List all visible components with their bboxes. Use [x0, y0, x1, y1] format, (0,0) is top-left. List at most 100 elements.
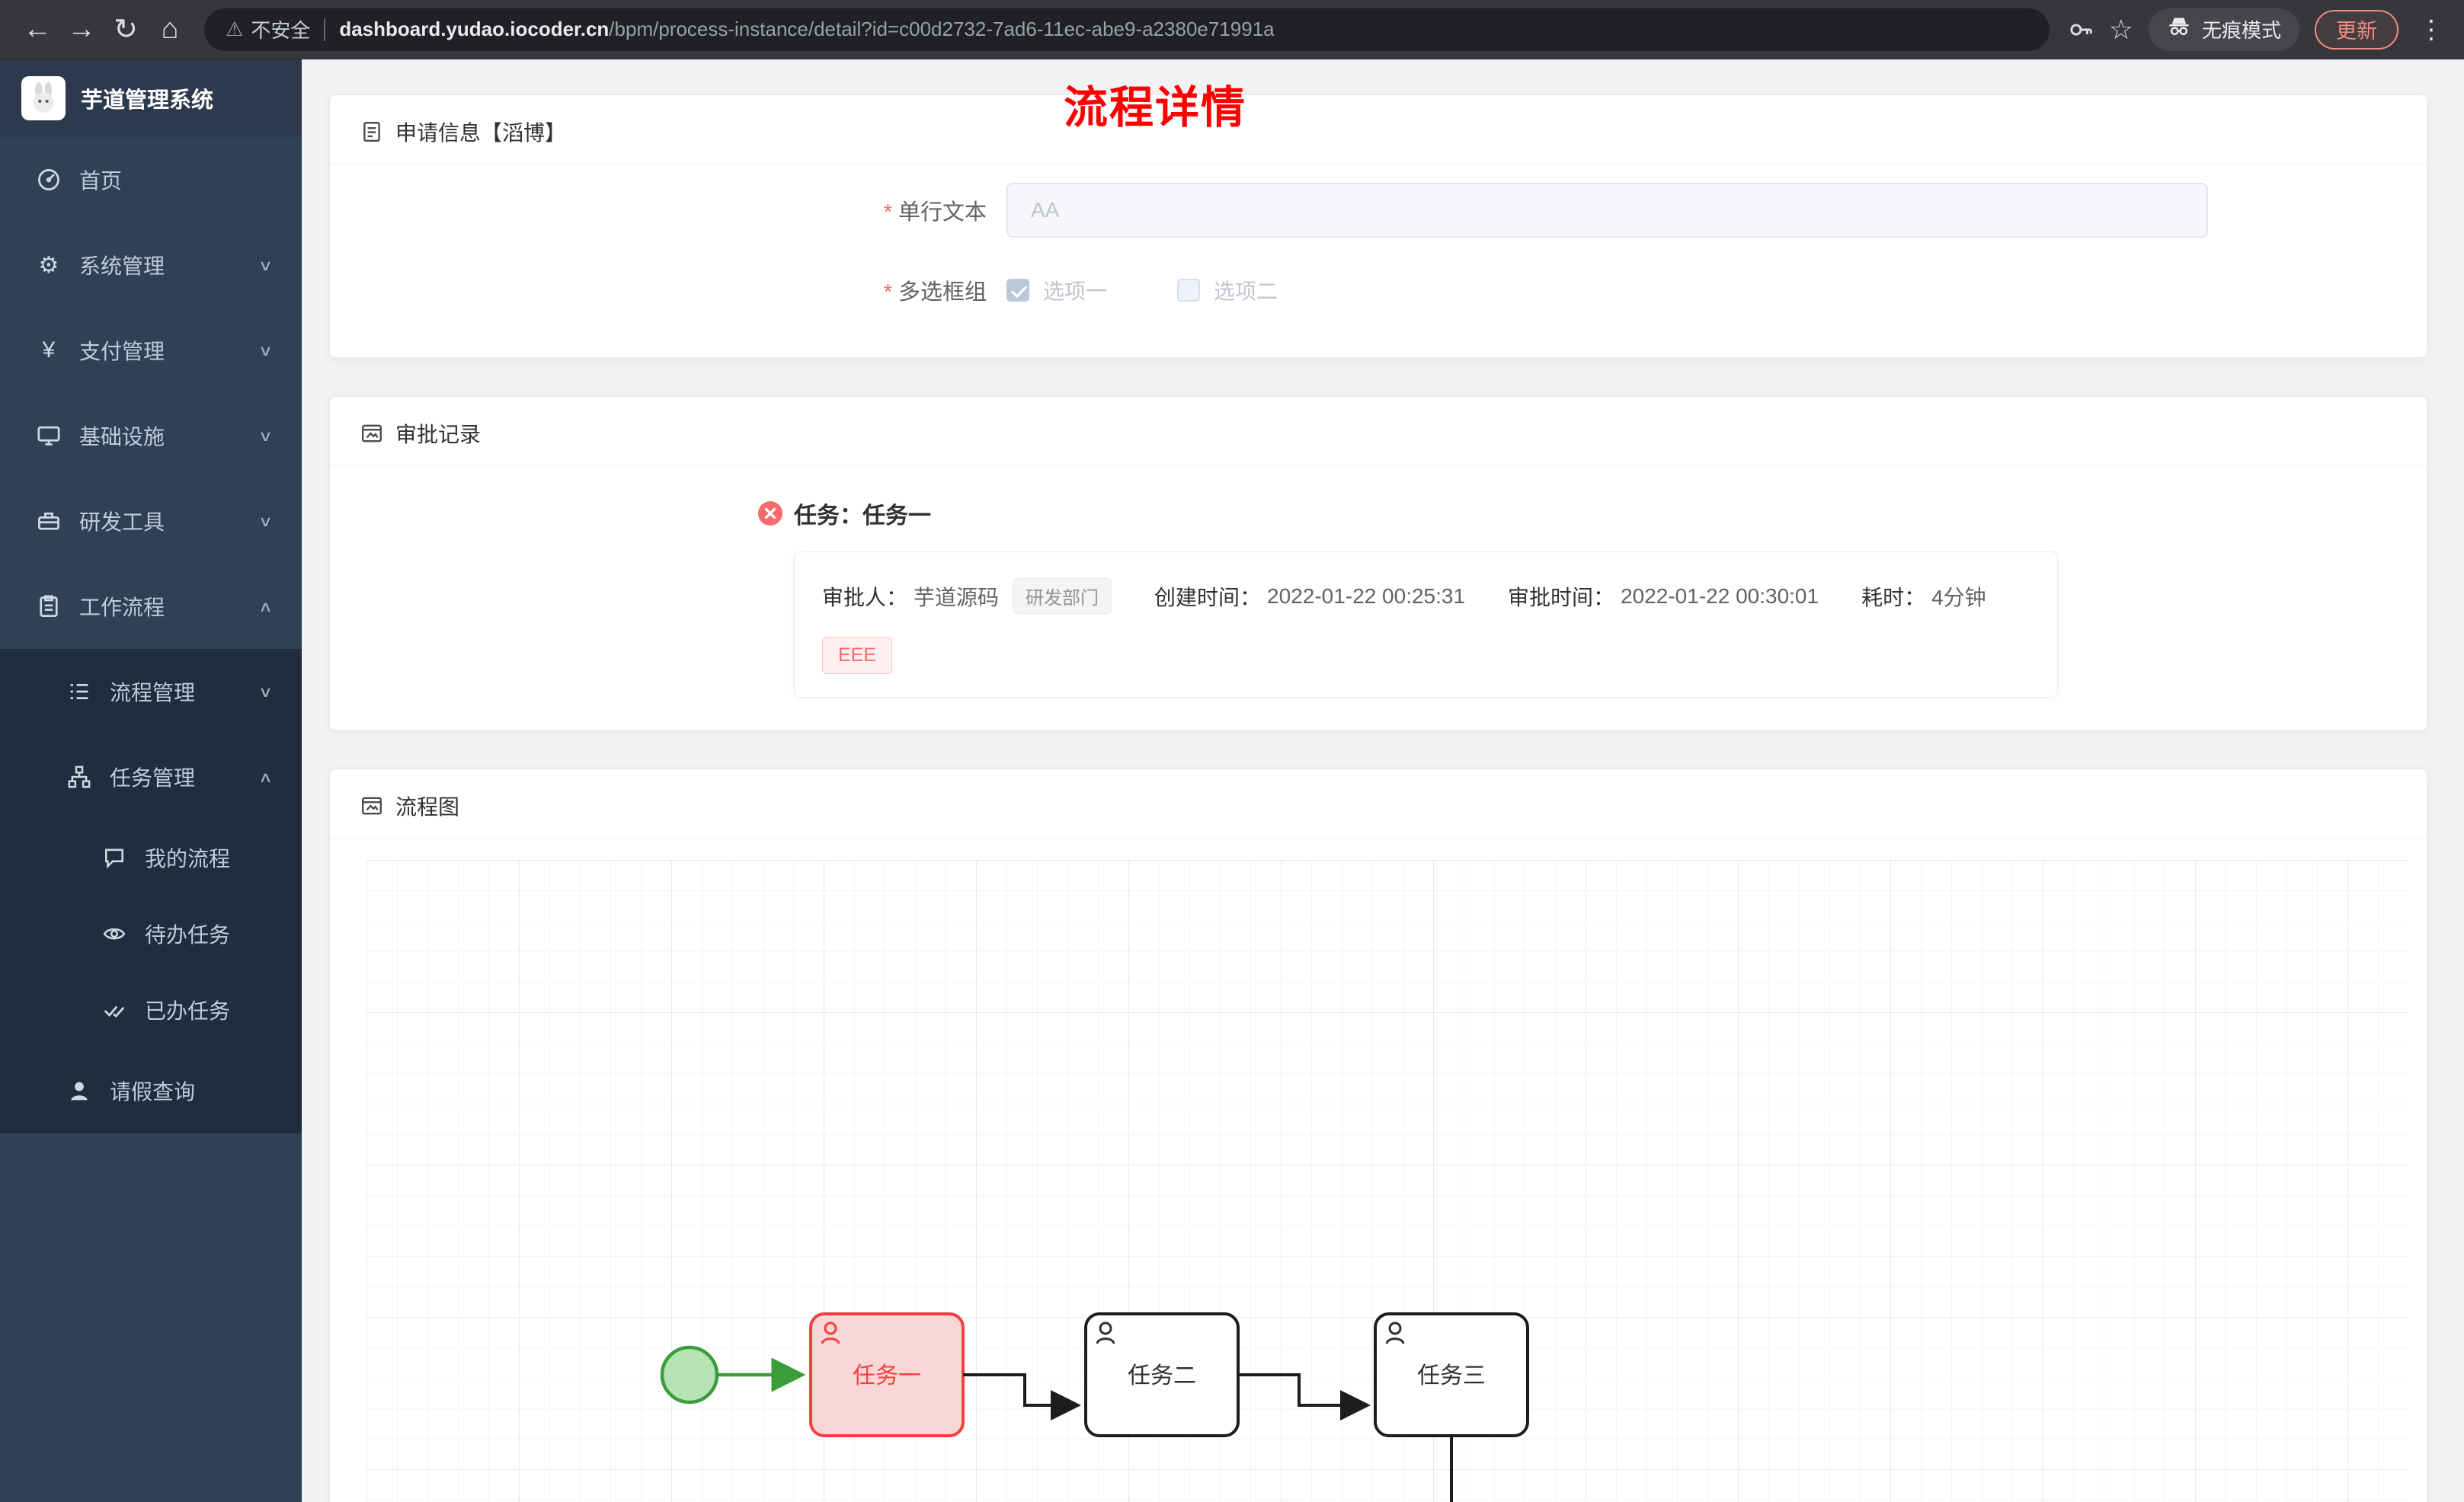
sidebar-item-home[interactable]: 首页 [0, 137, 302, 222]
url-domain: dashboard.yudao.iocoder.cn [339, 18, 610, 40]
sidebar-menu: 首页 ⚙ 系统管理 ∨ ¥ 支付管理 ∨ 基础设施 ∨ 研发 [0, 137, 302, 1133]
approver-group: 审批人： 芋道源码 研发部门 [822, 578, 1112, 614]
task-title-row: 任务：任务一 [757, 497, 2427, 530]
sidebar-item-infrastructure[interactable]: 基础设施 ∨ [0, 393, 302, 478]
monitor-icon [35, 422, 62, 449]
forward-button[interactable]: → [67, 13, 96, 45]
list-icon [66, 678, 93, 705]
sidebar-item-system[interactable]: ⚙ 系统管理 ∨ [0, 222, 302, 308]
chevron-down-icon: ∨ [258, 427, 273, 444]
sidebar-item-workflow[interactable]: 工作流程 ∧ [0, 564, 302, 649]
record-icon [360, 422, 383, 445]
sidebar-item-payment[interactable]: ¥ 支付管理 ∨ [0, 308, 302, 393]
user-task-icon [1385, 1321, 1405, 1344]
checkbox-checked[interactable] [1006, 279, 1029, 302]
incognito-label: 无痕模式 [2201, 19, 2281, 42]
form-row-checkbox: *多选框组 选项一 选项二 [330, 274, 2427, 306]
app-logo[interactable]: 芋道管理系统 [0, 59, 302, 137]
address-bar[interactable]: ⚠ 不安全 dashboard.yudao.iocoder.cn /bpm/pr… [204, 8, 2050, 51]
sidebar-item-leave-query[interactable]: 请假查询 [0, 1048, 302, 1133]
sidebar-item-done-tasks[interactable]: 已办任务 [0, 972, 302, 1048]
checkbox-unchecked[interactable] [1177, 279, 1201, 302]
required-mark: * [883, 200, 892, 225]
approved-group: 审批时间： 2022-01-22 00:30:01 [1508, 583, 1819, 609]
approval-record-card: 审批记录 任务：任务一 审批人： 芋道源码 研发部门 [329, 396, 2427, 730]
apply-card-title: 申请信息【滔博】 [395, 121, 567, 145]
sidebar-item-process-management[interactable]: 流程管理 ∨ [0, 649, 302, 734]
user-icon [66, 1077, 93, 1104]
menu-dots-icon[interactable]: ⋮ [2418, 14, 2444, 44]
diagram-card-title: 流程图 [395, 795, 460, 819]
checkbox-group-label: *多选框组 [883, 280, 987, 305]
browser-toolbar: ← → ↻ ⌂ ⚠ 不安全 dashboard.yudao.iocoder.cn… [0, 0, 2464, 59]
security-label: 不安全 [251, 19, 311, 42]
flow-task1-to-task2 [963, 1373, 1081, 1421]
task-node-2-label: 任务二 [1128, 1363, 1196, 1389]
chevron-down-icon: ∨ [258, 341, 273, 359]
main-content: 流程详情 申请信息【滔博】 *单行文本 *多选框组 选项一 [302, 59, 2464, 1502]
checkbox-group: 选项一 选项二 [1006, 275, 1278, 305]
security-chip[interactable]: ⚠ 不安全 [226, 15, 310, 43]
key-icon[interactable] [2068, 17, 2094, 43]
diagram-card-header: 流程图 [330, 769, 2427, 839]
chevron-up-icon: ∧ [258, 597, 273, 615]
approver-name: 芋道源码 [914, 585, 1000, 609]
sidebar-item-dev-tools[interactable]: 研发工具 ∨ [0, 478, 302, 564]
rejected-status-icon [757, 500, 783, 526]
diagram-icon [360, 794, 383, 817]
clipboard-icon [35, 593, 62, 620]
url-path: /bpm/process-instance/detail?id=c00d2732… [609, 18, 1275, 40]
page-title: 流程详情 [1064, 83, 1247, 133]
duration-group: 耗时： 4分钟 [1861, 581, 1986, 612]
tree-icon [66, 763, 93, 791]
dashboard-icon [35, 166, 62, 193]
bookmark-star-icon[interactable]: ☆ [2108, 13, 2133, 45]
toolbox-icon [35, 507, 62, 535]
chevron-down-icon: ∨ [258, 256, 273, 273]
address-divider [324, 18, 326, 41]
eye-icon [101, 920, 128, 948]
approval-detail-card: 审批人： 芋道源码 研发部门 创建时间： 2022-01-22 00:25:31… [794, 551, 2058, 698]
app-title: 芋道管理系统 [81, 88, 214, 113]
comment-tag: EEE [822, 637, 893, 674]
approval-timeline: 任务：任务一 审批人： 芋道源码 研发部门 创建时间： 2022-01-22 0… [330, 466, 2427, 698]
home-button[interactable]: ⌂ [161, 13, 179, 45]
created-time: 2022-01-22 00:25:31 [1267, 583, 1466, 608]
chevron-up-icon: ∧ [258, 768, 273, 785]
user-task-icon [1096, 1321, 1115, 1344]
created-group: 创建时间： 2022-01-22 00:25:31 [1154, 583, 1466, 609]
chat-icon [101, 844, 128, 871]
flow-task2-to-task3 [1238, 1373, 1371, 1421]
sidebar-item-my-process[interactable]: 我的流程 [0, 820, 302, 896]
incognito-badge: 无痕模式 [2148, 8, 2299, 51]
form-row-text: *单行文本 [330, 183, 2427, 238]
apply-info-card: 申请信息【滔博】 *单行文本 *多选框组 选项一 选项二 [329, 94, 2427, 358]
gear-icon: ⚙ [38, 252, 59, 278]
apply-card-header: 申请信息【滔博】 [330, 95, 2427, 165]
start-event-node [660, 1345, 719, 1405]
dept-tag: 研发部门 [1013, 578, 1112, 614]
required-mark: * [883, 280, 892, 305]
approval-card-header: 审批记录 [330, 397, 2427, 466]
user-task-icon [821, 1321, 840, 1344]
sidebar-item-todo-tasks[interactable]: 待办任务 [0, 896, 302, 972]
yen-icon: ¥ [42, 337, 56, 363]
approved-time: 2022-01-22 00:30:01 [1621, 583, 1819, 608]
chevron-down-icon: ∨ [258, 682, 273, 700]
checkbox-option-2[interactable]: 选项二 [1177, 275, 1278, 305]
incognito-icon [2167, 14, 2191, 44]
duration-value: 4分钟 [1931, 585, 1986, 609]
sidebar-item-task-management[interactable]: 任务管理 ∧ [0, 734, 302, 820]
reload-button[interactable]: ↻ [114, 14, 138, 46]
update-button[interactable]: 更新 [2315, 9, 2398, 50]
warning-icon: ⚠ [226, 18, 244, 40]
process-diagram-card: 流程图 [329, 769, 2427, 1502]
bpmn-diagram: 任务一 任务二 任务三 [660, 1312, 1529, 1502]
checkbox-option-1[interactable]: 选项一 [1006, 275, 1107, 305]
bpmn-canvas[interactable]: 任务一 任务二 任务三 [366, 860, 2408, 1502]
single-line-text-input[interactable] [1006, 183, 2208, 238]
document-icon [360, 120, 383, 143]
task-node-1-label: 任务一 [853, 1363, 921, 1389]
approval-card-title: 审批记录 [395, 423, 482, 446]
back-button[interactable]: ← [23, 13, 52, 45]
